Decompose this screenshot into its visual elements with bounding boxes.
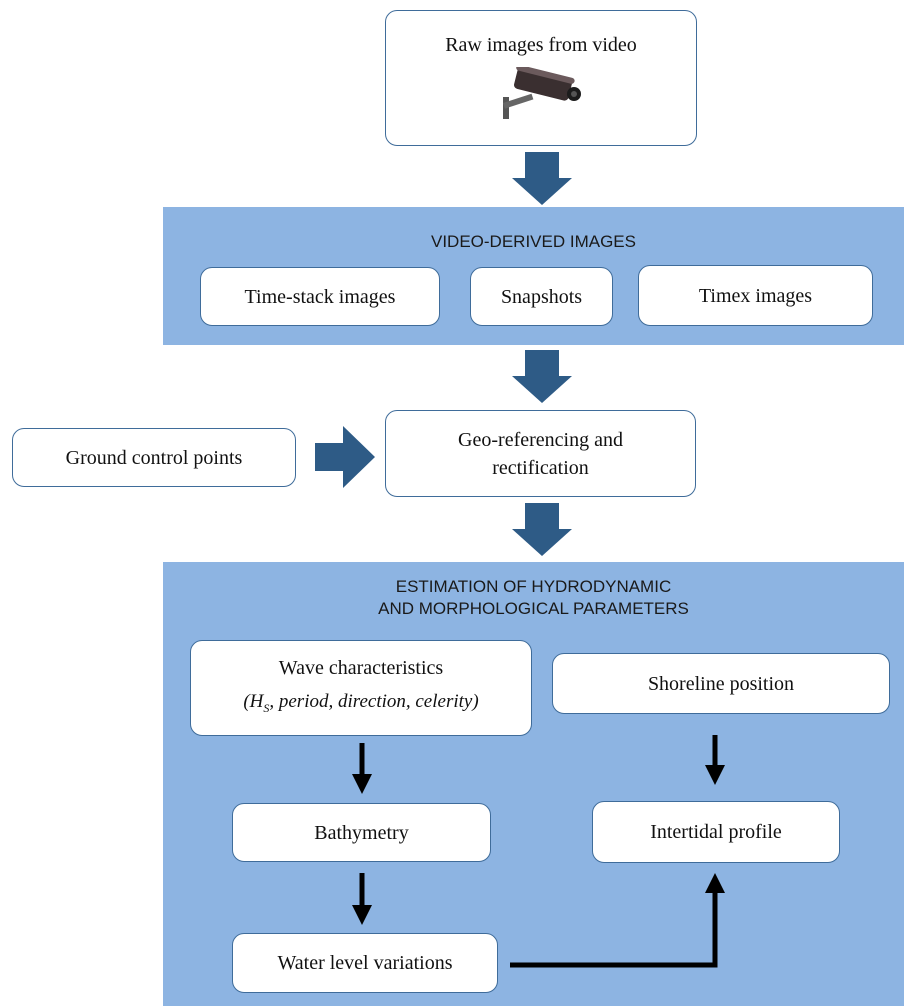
- wave-characteristics-detail: (HS, period, direction, celerity): [243, 688, 478, 722]
- time-stack-images-box: Time-stack images: [200, 267, 440, 326]
- shoreline-position-box: Shoreline position: [552, 653, 890, 714]
- snapshots-box: Snapshots: [470, 267, 613, 326]
- block-arrow-down-1: [512, 152, 572, 205]
- georeferencing-line1: Geo-referencing and: [458, 428, 623, 451]
- ground-control-points-box: Ground control points: [12, 428, 296, 487]
- raw-images-box: Raw images from video: [385, 10, 697, 146]
- wave-characteristics-box: Wave characteristics (HS, period, direct…: [190, 640, 532, 736]
- timex-images-box: Timex images: [638, 265, 873, 326]
- estimation-title-line1: ESTIMATION OF HYDRODYNAMIC: [395, 577, 672, 596]
- block-arrow-down-3: [512, 503, 572, 556]
- estimation-title: ESTIMATION OF HYDRODYNAMIC AND MORPHOLOG…: [163, 576, 904, 620]
- block-arrow-right: [315, 426, 375, 488]
- bathymetry-box: Bathymetry: [232, 803, 491, 862]
- intertidal-profile-box: Intertidal profile: [592, 801, 840, 863]
- wave-characteristics-label: Wave characteristics: [278, 657, 444, 680]
- water-level-variations-box: Water level variations: [232, 933, 498, 993]
- block-arrow-down-2: [512, 350, 572, 403]
- raw-images-label: Raw images from video: [445, 34, 637, 56]
- wave-detail-pre: (H: [243, 691, 264, 713]
- wave-detail-sub: S: [263, 700, 270, 715]
- georeferencing-line2: rectification: [492, 456, 589, 479]
- estimation-title-line2: AND MORPHOLOGICAL PARAMETERS: [378, 599, 689, 618]
- video-derived-images-title: VIDEO-DERIVED IMAGES: [431, 232, 636, 251]
- wave-detail-post: , period, direction, celerity): [269, 691, 479, 713]
- cctv-camera-icon: [503, 67, 581, 119]
- georeferencing-box: Geo-referencing and rectification: [385, 410, 696, 497]
